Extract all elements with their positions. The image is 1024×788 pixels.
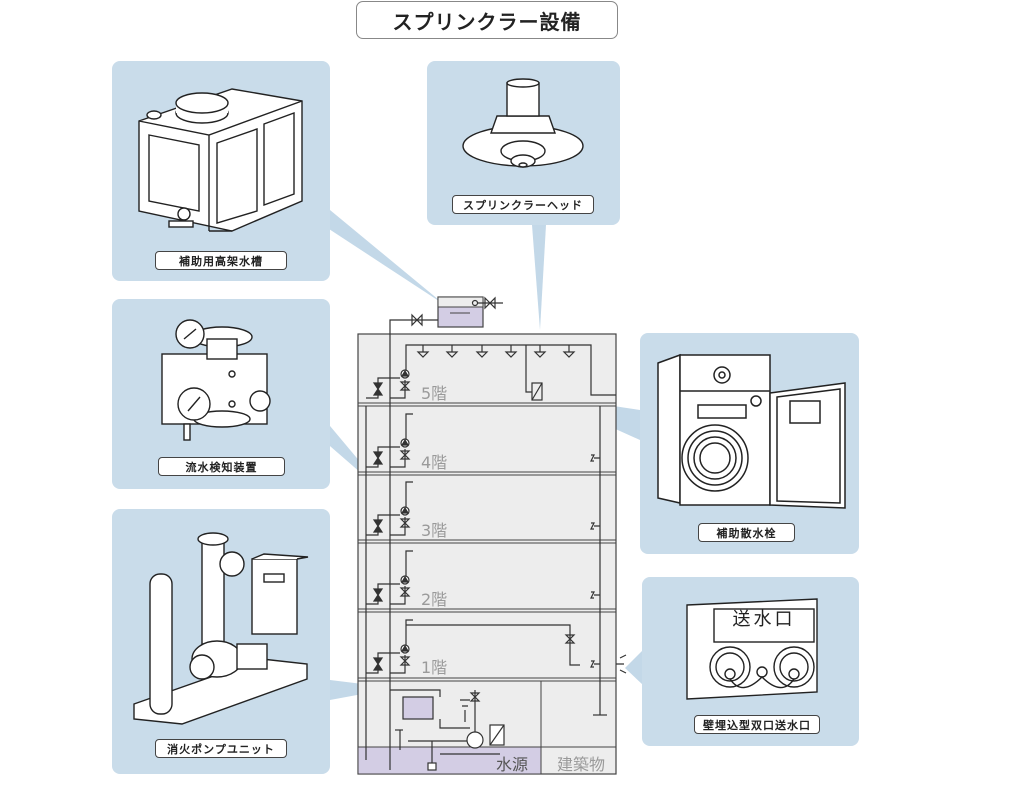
panel-auxiliary-hydrant: 補助散水栓 [640, 333, 859, 554]
pump-room-piping [390, 689, 505, 771]
label-fire-pump-unit: 消火ポンプユニット [155, 739, 287, 758]
pointer-tank [300, 210, 445, 305]
label-auxiliary-elevated-tank: 補助用高架水槽 [155, 251, 287, 270]
panel-flow-detector: 流水検知装置 [112, 299, 330, 489]
panel-sprinkler-head: スプリンクラーヘッド [427, 61, 620, 225]
floor-label-1: 1階 [421, 658, 448, 677]
pointer-siamese [625, 650, 643, 685]
building-label: 建築物 [557, 755, 606, 774]
siamese-plate-text: 送水口 [732, 609, 796, 630]
hose-cabinet-icon [657, 353, 846, 509]
pointer-sprinkler-head [532, 225, 546, 330]
flow-detector-valve-icon [161, 319, 271, 441]
label-flow-detector: 流水検知装置 [158, 457, 285, 476]
water-source [357, 746, 542, 775]
floor-label-2: 2階 [421, 590, 448, 609]
panel-siamese-connection: 送水口 壁埋込型双口送水口 [642, 577, 859, 746]
floor-valves [366, 369, 627, 674]
water-source-label: 水源 [496, 755, 529, 774]
floor-label-3: 3階 [421, 521, 448, 540]
sprinkler-head-icon [462, 78, 584, 168]
building [357, 333, 617, 775]
panel-fire-pump-unit: 消火ポンプユニット [112, 509, 330, 774]
floor-label-4: 4階 [421, 453, 448, 472]
fire-pump-unit-icon [133, 532, 309, 725]
label-siamese-connection: 壁埋込型双口送水口 [694, 715, 820, 734]
floor-label-5: 5階 [421, 384, 448, 403]
diagram-title: スプリンクラー設備 [356, 1, 618, 39]
label-auxiliary-hydrant: 補助散水栓 [698, 523, 795, 542]
twin-inlet-icon [686, 598, 818, 700]
water-tank-icon [138, 88, 303, 232]
panel-auxiliary-elevated-tank: 補助用高架水槽 [112, 61, 330, 281]
label-sprinkler-head: スプリンクラーヘッド [452, 195, 594, 214]
